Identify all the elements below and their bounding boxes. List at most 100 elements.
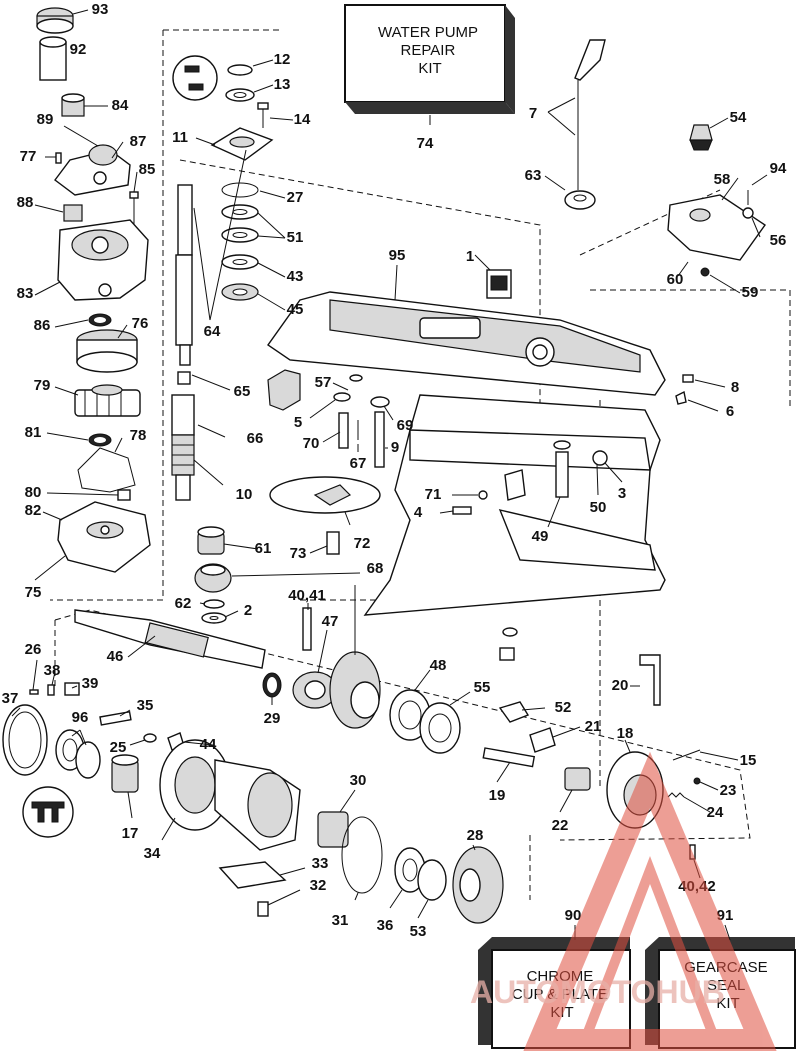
callout-47: 47 [322, 613, 339, 630]
callout-40-41: 40,41 [288, 587, 326, 604]
housing-hardware [269, 39, 766, 661]
callout-19: 19 [489, 787, 506, 804]
callout-78: 78 [130, 427, 147, 444]
callout-81: 81 [25, 424, 42, 441]
callout-51: 51 [287, 229, 304, 246]
callout-94: 94 [770, 160, 787, 177]
gearcase-housing [267, 291, 666, 616]
callout-8: 8 [731, 379, 739, 396]
callout-70: 70 [303, 435, 320, 452]
watermark-text: AUTOMOTOHUB [470, 974, 725, 1010]
kit-90-number: 90 [565, 907, 582, 924]
callout-26: 26 [25, 641, 42, 658]
callout-30: 30 [350, 772, 367, 789]
callout-64: 64 [204, 323, 221, 340]
callout-14: 14 [294, 111, 311, 128]
callout-3: 3 [618, 485, 626, 502]
kit-74-line3: KIT [418, 60, 441, 77]
callout-87: 87 [130, 133, 147, 150]
callout-66: 66 [247, 430, 264, 447]
callout-65: 65 [234, 383, 251, 400]
callout-49: 49 [532, 528, 549, 545]
callout-31: 31 [332, 912, 349, 929]
callout-4: 4 [414, 504, 423, 521]
callout-58: 58 [714, 171, 731, 188]
callout-18: 18 [617, 725, 634, 742]
callout-71: 71 [425, 486, 442, 503]
callout-96: 96 [72, 709, 89, 726]
callout-59: 59 [742, 284, 759, 301]
leader-lines [11, 9, 768, 941]
callout-12: 12 [274, 51, 291, 68]
callout-45: 45 [287, 301, 304, 318]
callout-67: 67 [350, 455, 367, 472]
callout-28: 28 [467, 827, 484, 844]
callout-29: 29 [264, 710, 281, 727]
callout-20: 20 [612, 677, 629, 694]
callout-84: 84 [112, 97, 129, 114]
callout-92: 92 [70, 41, 87, 58]
callout-68: 68 [367, 560, 384, 577]
callout-52: 52 [555, 699, 572, 716]
callout-93: 93 [92, 1, 109, 18]
callout-11: 11 [172, 129, 188, 146]
callout-46: 46 [107, 648, 124, 665]
callout-69: 69 [397, 417, 414, 434]
kit-74-line1: WATER PUMP [378, 24, 478, 41]
callout-34: 34 [144, 845, 161, 862]
callout-36: 36 [377, 917, 394, 934]
callout-50: 50 [590, 499, 607, 516]
callout-6: 6 [726, 403, 734, 420]
callout-35: 35 [137, 697, 154, 714]
callout-95: 95 [389, 247, 406, 264]
callout-21: 21 [585, 718, 602, 735]
callout-13: 13 [274, 76, 291, 93]
callout-75: 75 [25, 584, 42, 601]
callout-61: 61 [255, 540, 272, 557]
callout-32: 32 [310, 877, 327, 894]
kit-74-box: WATER PUMP REPAIR KIT [344, 4, 515, 114]
callout-38: 38 [44, 662, 61, 679]
callout-77: 77 [20, 148, 37, 165]
callout-16: 16 [0, 0, 8, 4]
callout-63: 63 [525, 167, 542, 184]
callout-83: 83 [17, 285, 34, 302]
callout-89: 89 [37, 111, 54, 128]
kit-74-line2: REPAIR [401, 42, 456, 59]
callout-22: 22 [552, 817, 569, 834]
driveshaft-parts [171, 55, 301, 624]
callout-10: 10 [236, 486, 253, 503]
callout-85: 85 [139, 161, 156, 178]
callout-53: 53 [410, 923, 427, 940]
callout-73: 73 [290, 545, 307, 562]
callout-1: 1 [466, 248, 474, 265]
callout-62: 62 [175, 595, 192, 612]
watermark-logo [523, 751, 777, 1051]
callout-44: 44 [200, 736, 217, 753]
callout-24: 24 [707, 804, 724, 821]
callout-60: 60 [667, 271, 684, 288]
callout-25: 25 [110, 739, 127, 756]
callout-57: 57 [315, 374, 332, 391]
callout-72: 72 [354, 535, 371, 552]
callout-7: 7 [529, 105, 537, 122]
kit-74-label: WATER PUMP REPAIR KIT [378, 24, 482, 77]
callout-43: 43 [287, 268, 304, 285]
kit-74-number: 74 [417, 135, 434, 152]
callout-80: 80 [25, 484, 42, 501]
callout-5: 5 [294, 414, 302, 431]
callout-48: 48 [430, 657, 447, 674]
callout-56: 56 [770, 232, 787, 249]
callout-23: 23 [720, 782, 737, 799]
callout-79: 79 [34, 377, 51, 394]
water-pump-parts [36, 7, 151, 573]
callout-33: 33 [312, 855, 329, 872]
callout-9: 9 [391, 439, 399, 456]
callout-39: 39 [82, 675, 99, 692]
callout-82: 82 [25, 502, 42, 519]
callout-86: 86 [34, 317, 51, 334]
callout-27: 27 [287, 189, 304, 206]
callout-2: 2 [244, 602, 252, 619]
